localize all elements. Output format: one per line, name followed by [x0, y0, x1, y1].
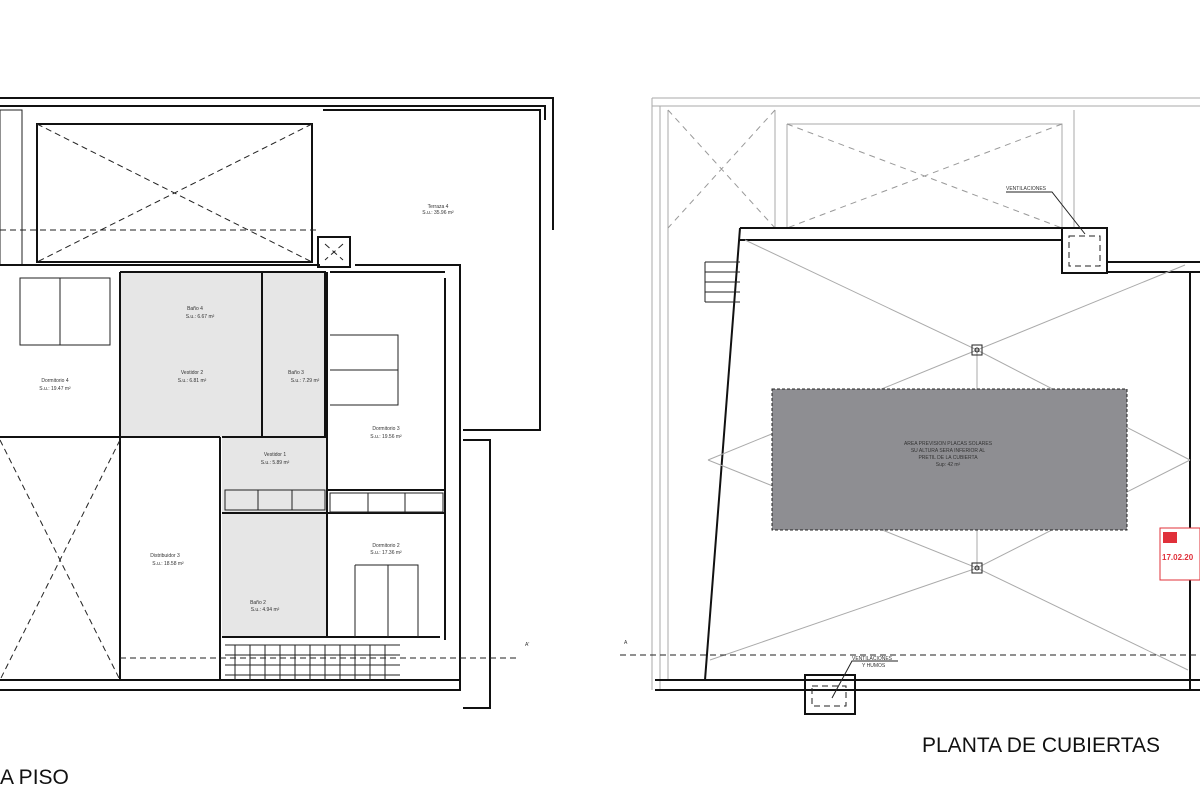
section-mark-a-prime: A': [525, 642, 529, 648]
room-name: Dormitorio 3: [372, 426, 399, 432]
stamp-date: 17.02.20: [1162, 553, 1194, 562]
room-name: Baño 2: [250, 600, 266, 606]
room-area: S.u.: 19.47 m²: [39, 386, 71, 392]
solar-area-text: PRETIL DE LA CUBIERTA: [918, 455, 978, 461]
bed-dormitorio-4: [19, 277, 111, 346]
first-floor-plan: A' Terraza 4 S.u.: 35.96 m² Dormitorio 4…: [0, 97, 554, 709]
vent-box-inner: [1068, 235, 1101, 267]
bed-dormitorio-2: [354, 564, 419, 637]
vent-smoke-inner: [811, 685, 847, 707]
room-area: S.u.: 5.89 m²: [261, 460, 290, 466]
approval-stamp: 17.02.20: [1159, 527, 1200, 581]
room-area: S.u.: 7.29 m²: [291, 378, 320, 384]
solar-area-text: SU ALTURA SERA INFERIOR AL: [911, 448, 986, 454]
room-area: S.u.: 35.96 m²: [422, 210, 454, 216]
room-area: S.u.: 6.67 m²: [186, 314, 215, 320]
room-name: Dormitorio 2: [372, 543, 399, 549]
wardrobes: [224, 489, 444, 513]
room-area: S.u.: 18.58 m²: [152, 561, 184, 567]
vent-smoke-leader: [831, 660, 898, 699]
void-x: [36, 123, 313, 263]
room-name: Terraza 4: [428, 204, 449, 210]
solar-panel-area: [771, 388, 1128, 531]
underlay-x: [667, 109, 1063, 229]
first-floor-title: A PISO: [0, 766, 69, 789]
vent-smoke-label-2: Y HUMOS: [862, 663, 886, 669]
drain-icon: [974, 347, 980, 353]
vent-label: VENTILACIONES: [1006, 186, 1047, 192]
room-name: Baño 3: [288, 370, 304, 376]
terrace-wall: [323, 109, 541, 431]
room-area: S.u.: 19.56 m²: [370, 434, 402, 440]
lower-right-terrace: [463, 439, 491, 709]
room-name: Distribuidor 3: [150, 553, 180, 559]
vent-leader: [1006, 191, 1086, 235]
bed-dormitorio-3: [330, 334, 399, 406]
room-area: S.u.: 17.36 m²: [370, 550, 402, 556]
wet-area-vestidor1-bano2: [222, 437, 327, 637]
roof-plan: VENTILACIONES VENTILACIONES Y HUMOS A AR…: [620, 97, 1200, 715]
room-name: Dormitorio 4: [41, 378, 68, 384]
section-mark-a: A: [624, 640, 628, 646]
roof-plan-title: PLANTA DE CUBIERTAS: [922, 734, 1161, 757]
roof-ladder: [704, 261, 740, 303]
left-box: [0, 109, 23, 266]
room-name: Vestidor 2: [181, 370, 203, 376]
solar-area-text: Sup: 42 m²: [936, 462, 961, 468]
house-outline: [0, 264, 461, 691]
vent-smoke-box: [804, 674, 856, 715]
interior-walls: [0, 271, 446, 680]
parapet-top: [740, 227, 1200, 273]
room-area: S.u.: 6.81 m²: [178, 378, 207, 384]
vent-shaft: [317, 236, 351, 268]
room-name: Baño 4: [187, 306, 203, 312]
stairs: [225, 644, 400, 676]
drain-icon: [974, 565, 980, 571]
outer-wall-top: [0, 97, 554, 230]
room-name: Vestidor 1: [264, 452, 286, 458]
stair-treads: [234, 645, 386, 680]
solar-area-text: AREA PREVISION PLACAS SOLARES: [904, 441, 993, 447]
void-x-lower: [0, 439, 121, 681]
stamp-logo: [1163, 532, 1177, 543]
vent-shaft-x: [324, 243, 344, 261]
drain-marker: [971, 562, 983, 574]
vent-smoke-label: VENTILACIONES: [852, 656, 893, 662]
drain-marker: [971, 344, 983, 356]
vent-box: [1061, 227, 1108, 274]
wet-area-baths: [120, 272, 325, 437]
room-area: S.u.: 4.94 m²: [251, 607, 280, 613]
void-box: [36, 123, 313, 263]
